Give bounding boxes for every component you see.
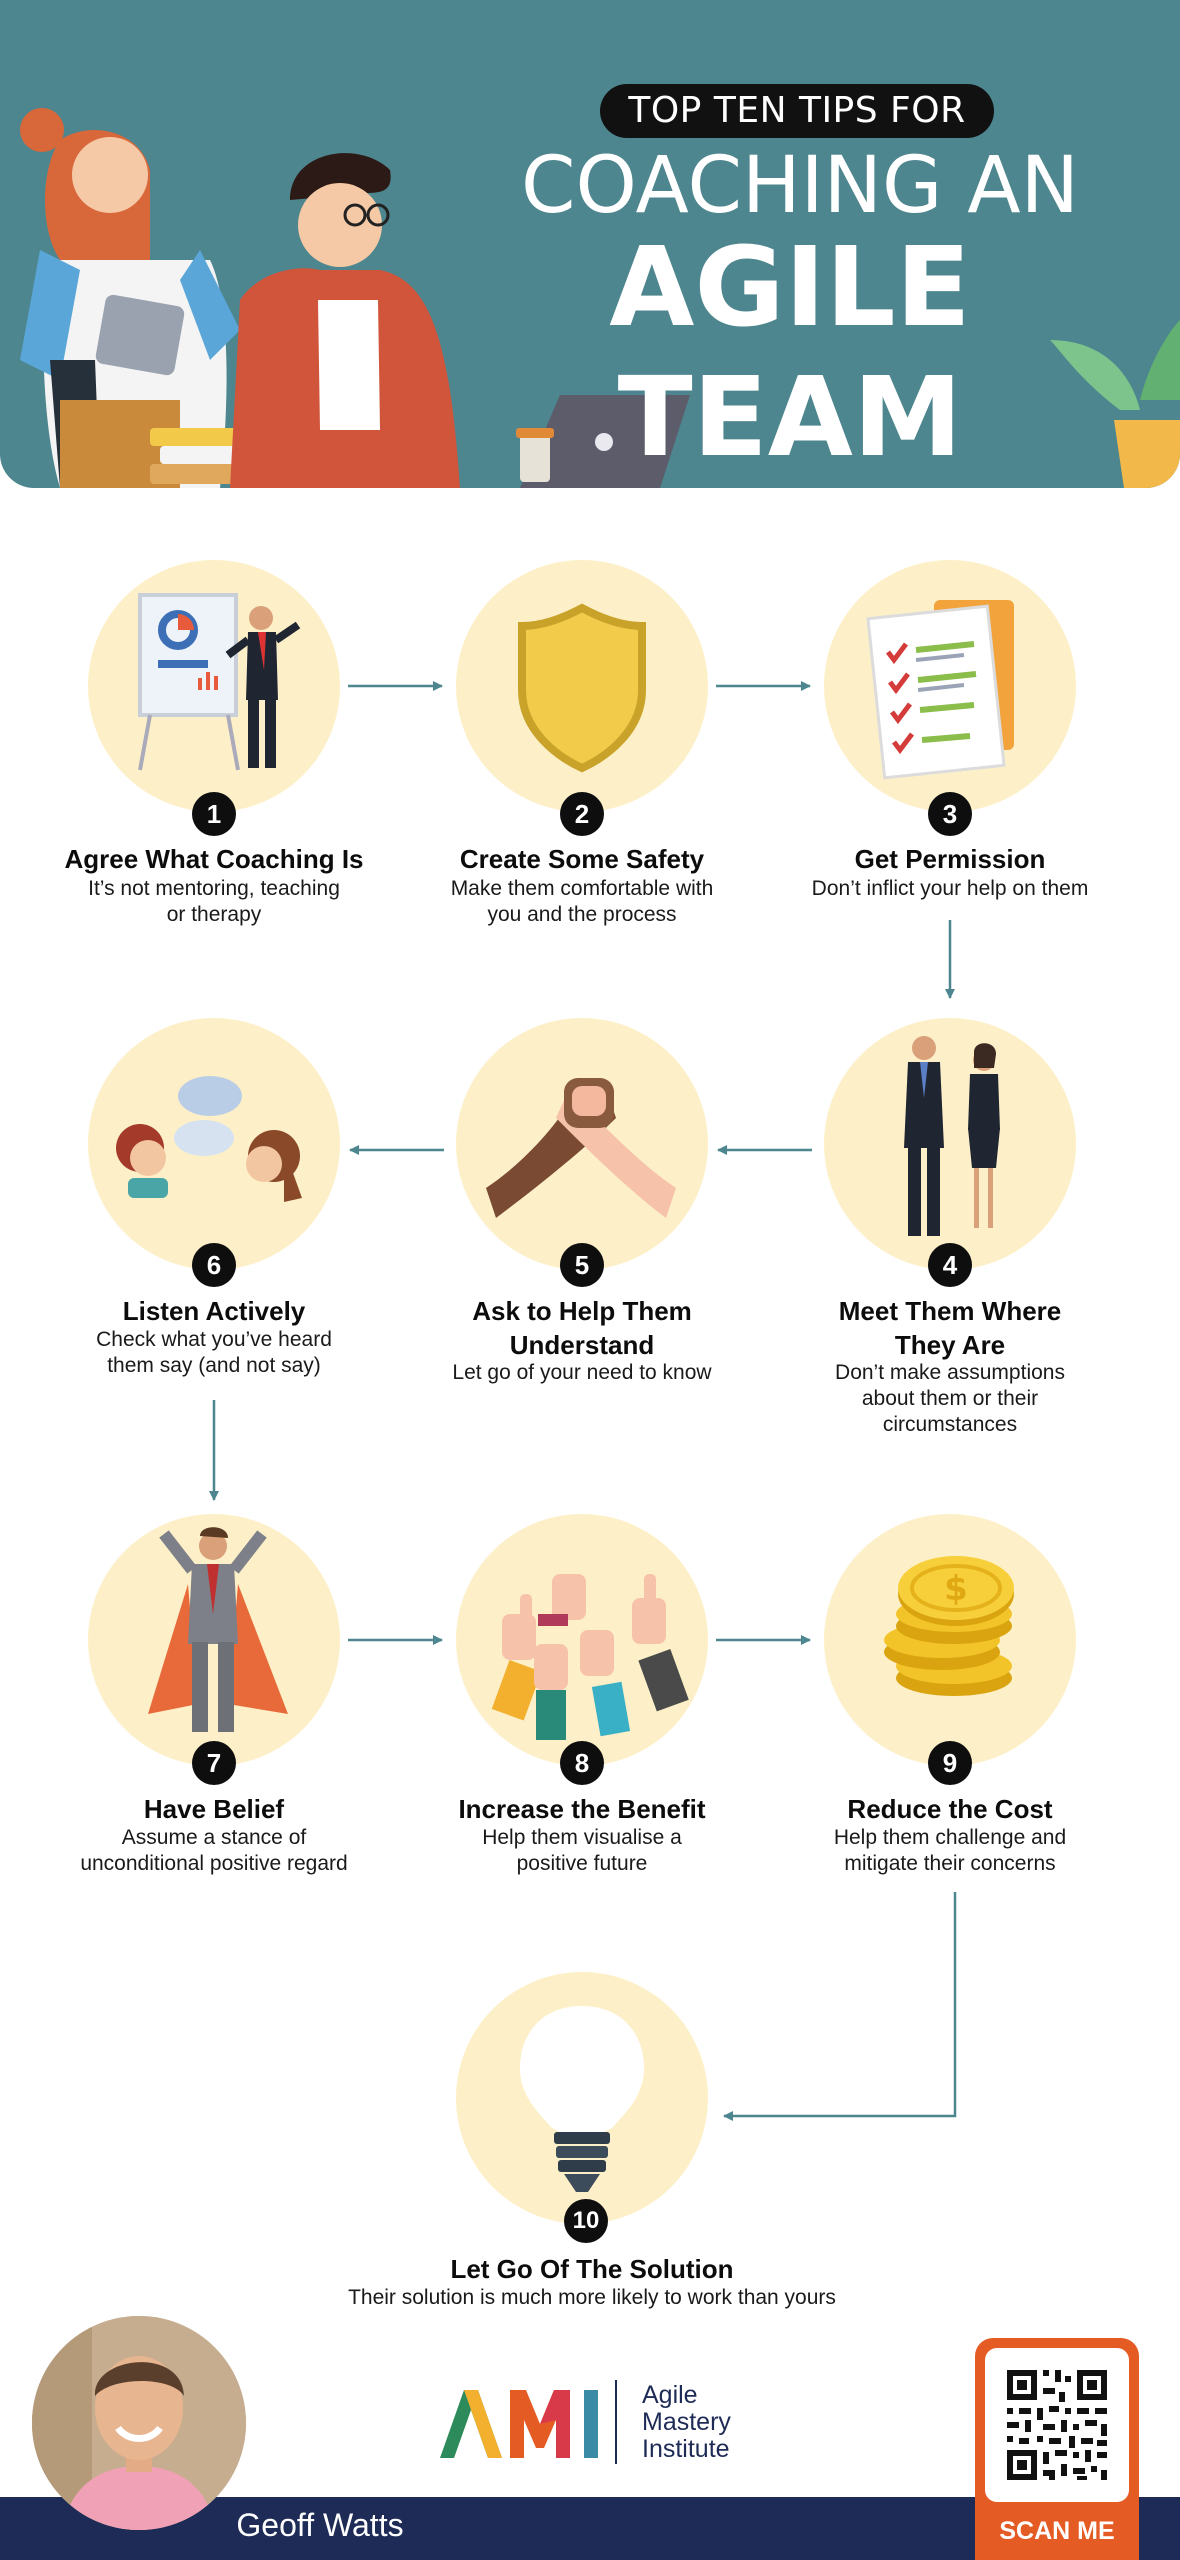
tip-9-desc-line2: mitigate their concerns — [844, 1852, 1056, 1875]
avatar — [32, 2316, 246, 2530]
tip-1-desc-line2: or therapy — [166, 903, 262, 926]
tip-8-number-badge: 8 — [560, 1741, 604, 1785]
svg-text:$: $ — [944, 1569, 968, 1609]
ami-logo-icon — [440, 2380, 617, 2464]
tip-9-desc-line1: Help them challenge and — [833, 1826, 1067, 1849]
tip-5-desc-line1: Let go of your need to know — [452, 1361, 712, 1384]
tip-3-circle — [824, 560, 1076, 812]
tip-3-title: Get Permission — [854, 844, 1046, 874]
laptop-logo — [595, 433, 613, 451]
coffee-cup-lid — [516, 428, 554, 438]
tip-2-circle — [456, 560, 708, 812]
man-shirt — [318, 300, 380, 430]
shield-icon — [518, 603, 646, 773]
logo-line-1: Agile — [642, 2381, 698, 2409]
tip-3-desc-line1: Don’t inflict your help on them — [811, 877, 1089, 900]
tip-1-desc-line1: It’s not mentoring, teaching — [88, 877, 340, 900]
thumbs-up-icon — [491, 1574, 689, 1740]
presenter-icon — [138, 593, 301, 771]
man-glasses-left — [343, 203, 367, 227]
tip-10-circle — [456, 1972, 708, 2224]
tip-7-desc-line1: Assume a stance of — [121, 1826, 307, 1849]
coins-icon: $ — [884, 1556, 1014, 1696]
person-name: Geoff Watts — [236, 2507, 404, 2543]
page-title-line1: COACHING AN — [521, 141, 1079, 231]
subtitle-pill: TOP TEN TIPS FOR — [600, 84, 994, 138]
tip-8-title: Increase the Benefit — [458, 1794, 706, 1824]
tip-4-circle — [824, 1018, 1076, 1270]
tip-5-title-line2: Understand — [509, 1330, 655, 1360]
tip-6-desc-line2: them say (and not say) — [107, 1354, 321, 1377]
man-glasses-right — [366, 203, 390, 227]
tip-4-title: Meet Them Where — [838, 1296, 1062, 1326]
tip-8-desc-line2: positive future — [516, 1852, 648, 1875]
woman-sleeve-right — [180, 250, 240, 360]
tip-2-desc-line1: Make them comfortable with — [450, 877, 714, 900]
tip-6-number-badge: 6 — [192, 1243, 236, 1287]
arrow-9-to-10 — [723, 1892, 957, 2121]
man-hair — [290, 153, 391, 200]
business-people-icon — [904, 1036, 1000, 1236]
superhero-icon — [148, 1527, 288, 1732]
man-face — [298, 183, 382, 267]
tip-10-title: Let Go Of The Solution — [450, 2254, 734, 2284]
tip-9-title: Reduce the Cost — [847, 1794, 1053, 1824]
tip-8-circle — [456, 1514, 708, 1766]
plant-leaf-1 — [1050, 340, 1140, 410]
page-title-line2: AGILE TEAM — [609, 223, 971, 481]
tip-3-number-badge: 3 — [928, 792, 972, 836]
qr-code-panel[interactable]: SCAN ME — [975, 2338, 1139, 2560]
tip-4-title-line2: They Are — [894, 1330, 1006, 1360]
conversation-icon — [116, 1076, 302, 1202]
tip-2-desc-line2: you and the process — [487, 903, 677, 926]
coffee-cup — [520, 432, 550, 482]
header-illustration — [20, 108, 1180, 488]
tip-8-desc-line1: Help them visualise a — [482, 1826, 682, 1849]
tip-7-circle — [88, 1514, 340, 1766]
tip-10-number-badge: 10 — [564, 2199, 608, 2243]
hair-bun — [20, 108, 64, 152]
lightbulb-icon — [520, 2006, 644, 2192]
tip-2-title: Create Some Safety — [459, 844, 705, 874]
tip-2-number-badge: 2 — [560, 792, 604, 836]
tip-4-desc-line1: Don’t make assumptions — [835, 1361, 1065, 1384]
tip-4-desc-line3: circumstances — [882, 1413, 1018, 1436]
tip-1-circle — [88, 560, 340, 812]
logo-line-2: Mastery — [642, 2408, 731, 2436]
scan-me-label[interactable]: SCAN ME — [999, 2517, 1115, 2545]
tip-5-circle — [456, 1018, 708, 1270]
tip-7-title: Have Belief — [143, 1794, 285, 1824]
tablet — [95, 294, 185, 376]
tip-9-number-badge: 9 — [928, 1741, 972, 1785]
plant-pot — [1114, 420, 1180, 488]
checklist-icon — [866, 600, 1014, 780]
tip-5-number-badge: 5 — [560, 1243, 604, 1287]
logo-wordmark: Agile Mastery Institute — [642, 2382, 802, 2463]
tip-6-desc-line1: Check what you’ve heard — [96, 1328, 332, 1351]
tip-1-number-badge: 1 — [192, 792, 236, 836]
qr-code-icon — [1007, 2370, 1107, 2480]
logo-line-3: Institute — [642, 2435, 730, 2463]
tip-6-circle — [88, 1018, 340, 1270]
tip-1-title: Agree What Coaching Is — [64, 844, 364, 874]
tip-5-title: Ask to Help Them — [472, 1296, 692, 1326]
avatar-portrait — [32, 2316, 246, 2530]
tip-4-desc-line2: about them or their — [861, 1387, 1039, 1410]
tip-9-circle: $ — [824, 1514, 1076, 1766]
woman-face — [72, 137, 148, 213]
header-banner: TOP TEN TIPS FOR COACHING AN AGILE TEAM — [0, 0, 1180, 488]
tip-10-desc-line1: Their solution is much more likely to wo… — [348, 2286, 836, 2309]
handshake-icon — [486, 1078, 676, 1218]
qr-code-area[interactable] — [985, 2348, 1129, 2502]
woman-sleeve-left — [20, 250, 80, 380]
tip-4-number-badge: 4 — [928, 1243, 972, 1287]
tip-6-title: Listen Actively — [122, 1296, 306, 1326]
tip-7-number-badge: 7 — [192, 1741, 236, 1785]
tip-7-desc-line2: unconditional positive regard — [80, 1852, 348, 1875]
plant-leaf-2 — [1140, 320, 1180, 400]
